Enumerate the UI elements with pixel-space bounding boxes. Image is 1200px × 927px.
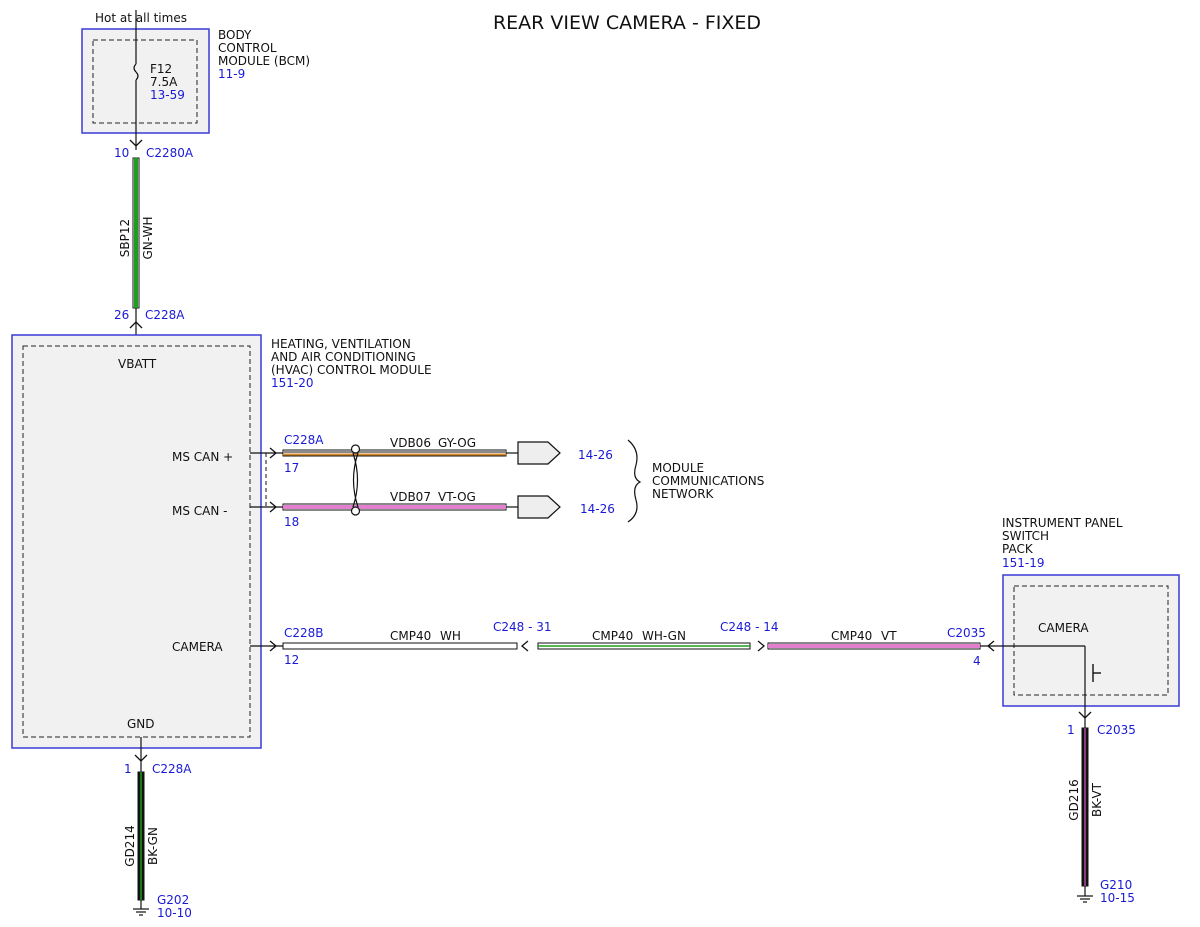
bcm-connector: C2280A xyxy=(146,146,194,160)
hvac-vbatt-label: VBATT xyxy=(118,357,157,371)
ground-left-id: G202 xyxy=(157,893,189,907)
wire-seg1-color: WH xyxy=(440,629,461,643)
fuse-symbol-icon xyxy=(133,63,139,81)
connector-chevron-icon xyxy=(1078,711,1092,719)
hvac-top-pin: 26 xyxy=(114,308,129,322)
ground-right-id: G210 xyxy=(1100,878,1132,892)
bcm-supply-label: Hot at all times xyxy=(95,11,187,25)
network-line2: COMMUNICATIONS xyxy=(652,474,764,488)
diagram-title: REAR VIEW CAMERA - FIXED xyxy=(493,12,761,34)
wire-seg3-circuit: CMP40 xyxy=(831,629,872,643)
ipsp-ref: 151-19 xyxy=(1002,556,1045,570)
connector-chevron-icon xyxy=(269,501,278,513)
network-brace-icon xyxy=(627,439,642,523)
camera-switch-icon xyxy=(1092,664,1101,682)
wire-cmp40-wh xyxy=(282,642,518,650)
ipsp-name-line3: PACK xyxy=(1002,542,1034,556)
wire-gd214 xyxy=(137,771,145,901)
connector-chevron-icon xyxy=(134,754,148,762)
ground-symbol-icon xyxy=(1077,895,1093,903)
ipsp-name-line1: INSTRUMENT PANEL xyxy=(1002,516,1123,530)
can-connector: C228A xyxy=(284,433,324,447)
wire-sbp12-circuit: SBP12 xyxy=(118,219,132,257)
ipsp-camera-label: CAMERA xyxy=(1038,621,1089,635)
network-line1: MODULE xyxy=(652,461,704,475)
c2035-connector: C2035 xyxy=(947,626,986,640)
ipsp-gnd-connector: C2035 xyxy=(1097,723,1136,737)
wire-vdb06-circuit: VDB06 xyxy=(390,436,431,450)
wire-vdb06-color: GY-OG xyxy=(438,436,476,450)
wire-sbp12-color: GN-WH xyxy=(141,216,155,259)
bcm-pin: 10 xyxy=(114,146,129,160)
twisted-pair-icon xyxy=(350,444,361,516)
network-line3: NETWORK xyxy=(652,487,715,501)
wire-vdb07 xyxy=(282,503,507,511)
connector-chevron-icon xyxy=(757,640,766,652)
wire-seg1-circuit: CMP40 xyxy=(390,629,431,643)
ground-symbol-icon xyxy=(133,908,149,916)
hvac-ms-can-minus-label: MS CAN - xyxy=(172,504,228,518)
bcm-module: Hot at all times BODY CONTROL MODULE (BC… xyxy=(81,11,310,134)
wire-seg3-color: VT xyxy=(881,629,897,643)
ipsp-name-line2: SWITCH xyxy=(1002,529,1049,543)
connector-chevron-icon xyxy=(269,640,278,652)
hvac-name-line1: HEATING, VENTILATION xyxy=(271,337,411,351)
ground-left-ref: 10-10 xyxy=(157,906,192,920)
continuation-arrow-icon xyxy=(517,441,561,465)
fuse-rating: 7.5A xyxy=(150,75,178,89)
connector-chevron-icon xyxy=(129,139,143,147)
camera-connector: C228B xyxy=(284,626,324,640)
c248-31-connector: C248 - 31 xyxy=(493,620,552,634)
wire-vdb06 xyxy=(282,449,507,457)
wire-sbp12 xyxy=(132,157,140,309)
hvac-module xyxy=(11,334,262,749)
bcm-ref: 11-9 xyxy=(218,67,245,81)
can-plus-pin: 17 xyxy=(284,461,299,475)
ipsp-module xyxy=(1002,574,1180,707)
connector-chevron-icon xyxy=(269,447,278,459)
connector-chevron-icon xyxy=(520,640,529,652)
c248-14-connector: C248 - 14 xyxy=(720,620,779,634)
fuse-name: F12 xyxy=(150,62,172,76)
hvac-gnd-connector: C228A xyxy=(152,762,192,776)
wire-gd216 xyxy=(1081,727,1089,887)
can-minus-pin: 18 xyxy=(284,515,299,529)
wire-gd216-color: BK-VT xyxy=(1090,782,1104,817)
wire-cmp40-vt xyxy=(767,642,981,650)
wire-gd216-circuit: GD216 xyxy=(1067,779,1081,820)
hvac-top-connector: C228A xyxy=(145,308,185,322)
ipsp-gnd-pin: 1 xyxy=(1067,723,1075,737)
can-minus-ref: 14-26 xyxy=(580,502,615,516)
bcm-name-line2: CONTROL xyxy=(218,41,277,55)
hvac-name-line3: (HVAC) CONTROL MODULE xyxy=(271,363,432,377)
hvac-name-line2: AND AIR CONDITIONING xyxy=(271,350,416,364)
camera-pin: 12 xyxy=(284,653,299,667)
wire-cmp40-wh-gn xyxy=(537,642,751,650)
ground-right-ref: 10-15 xyxy=(1100,891,1135,905)
continuation-arrow-icon xyxy=(517,495,561,519)
bcm-name-line1: BODY xyxy=(218,28,252,42)
bcm-name-line3: MODULE (BCM) xyxy=(218,54,310,68)
fuse-ref: 13-59 xyxy=(150,88,185,102)
wire-gd214-circuit: GD214 xyxy=(123,825,137,866)
wire-seg2-circuit: CMP40 xyxy=(592,629,633,643)
hvac-camera-label: CAMERA xyxy=(172,640,223,654)
hvac-gnd-pin: 1 xyxy=(124,762,132,776)
wire-seg2-color: WH-GN xyxy=(642,629,686,643)
hvac-gnd-label: GND xyxy=(127,717,155,731)
hvac-ref: 151-20 xyxy=(271,376,314,390)
wire-vdb07-circuit: VDB07 xyxy=(390,490,431,504)
wire-vdb07-color: VT-OG xyxy=(438,490,476,504)
can-plus-ref: 14-26 xyxy=(578,448,613,462)
wire-gd214-color: BK-GN xyxy=(146,827,160,865)
c2035-pin: 4 xyxy=(973,654,981,668)
hvac-ms-can-plus-label: MS CAN + xyxy=(172,450,233,464)
